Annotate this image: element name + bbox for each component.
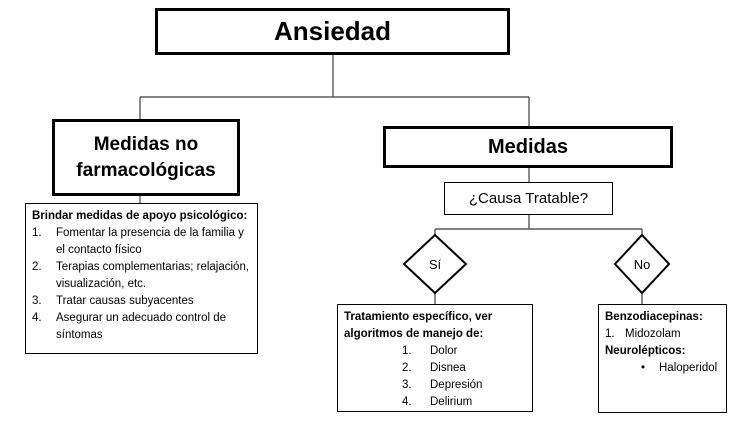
list-item-number: 3. <box>32 295 42 307</box>
list-item: 1. Fomentar la presencia de la familia y… <box>32 225 251 259</box>
list-item-number: 1. <box>32 227 42 239</box>
list-item: 2. Terapias complementarias; relajación,… <box>32 259 251 293</box>
list-item: 3. Tratar causas subyacentes <box>32 293 251 310</box>
detail-header-neurolepticos: Neurolépticos: <box>605 345 686 357</box>
node-medidas-no-farmacologicas: Medidas no farmacológicas <box>52 119 240 196</box>
list-item: 1. Midozolam <box>605 326 720 343</box>
list-item-text: Terapias complementarias; relajación, vi… <box>56 261 250 290</box>
list-item-number: 3. <box>402 379 412 391</box>
list-item: 2. Disnea <box>402 360 526 377</box>
list-item-number: 2. <box>32 261 42 273</box>
yes-diamond <box>402 233 468 295</box>
list-item: 4. Delirium <box>402 394 526 411</box>
list-item-number: 4. <box>402 396 412 408</box>
node-causa-tratable: ¿Causa Tratable? <box>444 182 613 215</box>
list-item-text: Dolor <box>430 345 458 357</box>
list-item: 4. Asegurar un adecuado control de sínto… <box>32 310 251 344</box>
detail-box-tratamiento-especifico: Tratamiento específico, ver algoritmos d… <box>337 304 533 412</box>
yes-diamond-label: Sí <box>428 256 442 272</box>
list-item-number: 4. <box>32 312 42 324</box>
list-item: • Haloperidol <box>641 360 720 377</box>
detail-box-apoyo-psicologico: Brindar medidas de apoyo psicológico: 1.… <box>25 203 258 354</box>
list-item-number: 1. <box>605 328 615 340</box>
list-item-number: 2. <box>402 362 412 374</box>
detail-header-benzodiacepinas: Benzodiacepinas: <box>605 311 703 323</box>
no-diamond-label: No <box>633 256 651 272</box>
list-item-text: Depresión <box>430 379 483 391</box>
root-node-ansiedad: Ansiedad <box>155 8 510 55</box>
list-item: 3. Depresión <box>402 377 526 394</box>
list-item-text: Midozolam <box>625 328 681 340</box>
no-diamond <box>613 233 671 295</box>
list-item-text: Delirium <box>430 396 473 408</box>
list-item-text: Disnea <box>430 362 466 374</box>
node-medidas: Medidas <box>383 126 673 168</box>
list-item-text: Haloperidol <box>659 362 718 374</box>
list-item-text: Tratar causas subyacentes <box>56 295 194 307</box>
bullet-marker: • <box>641 362 646 374</box>
list-item-text: Fomentar la presencia de la familia y el… <box>56 227 244 256</box>
detail-header: Tratamiento específico, ver algoritmos d… <box>344 311 493 340</box>
list-item-text: Asegurar un adecuado control de síntomas <box>56 312 227 341</box>
detail-header: Brindar medidas de apoyo psicológico: <box>32 210 248 222</box>
list-item-number: 1. <box>402 345 412 357</box>
list-item: 1. Dolor <box>402 343 526 360</box>
detail-box-benzodiacepinas: Benzodiacepinas: 1. Midozolam Neurolépti… <box>598 304 727 413</box>
